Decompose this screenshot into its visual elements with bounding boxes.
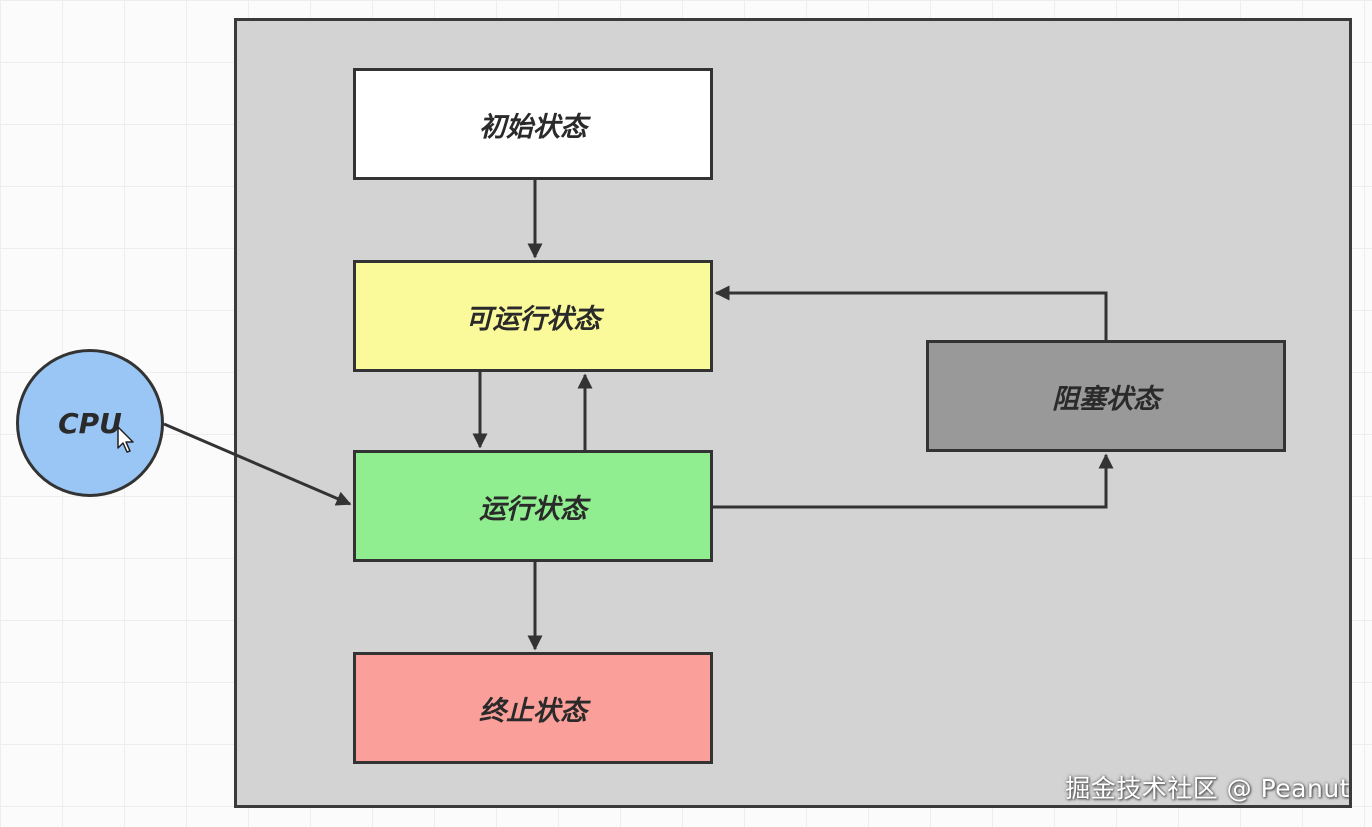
watermark-text: 掘金技术社区 @ Peanut	[1065, 774, 1350, 803]
runnable-state-label: 可运行状态	[465, 303, 601, 335]
runnable-state-box[interactable]: 可运行状态	[353, 260, 713, 372]
blocked-state-box[interactable]: 阻塞状态	[926, 340, 1286, 452]
cpu-node[interactable]: CPU	[16, 349, 164, 497]
mouse-pointer-icon	[117, 426, 134, 453]
terminated-state-label: 终止状态	[479, 695, 587, 727]
blocked-state-label: 阻塞状态	[1052, 383, 1160, 415]
cpu-label: CPU	[58, 406, 122, 440]
running-state-box[interactable]: 运行状态	[353, 450, 713, 562]
initial-state-label: 初始状态	[479, 111, 587, 143]
initial-state-box[interactable]: 初始状态	[353, 68, 713, 180]
terminated-state-box[interactable]: 终止状态	[353, 652, 713, 764]
running-state-label: 运行状态	[479, 493, 587, 525]
